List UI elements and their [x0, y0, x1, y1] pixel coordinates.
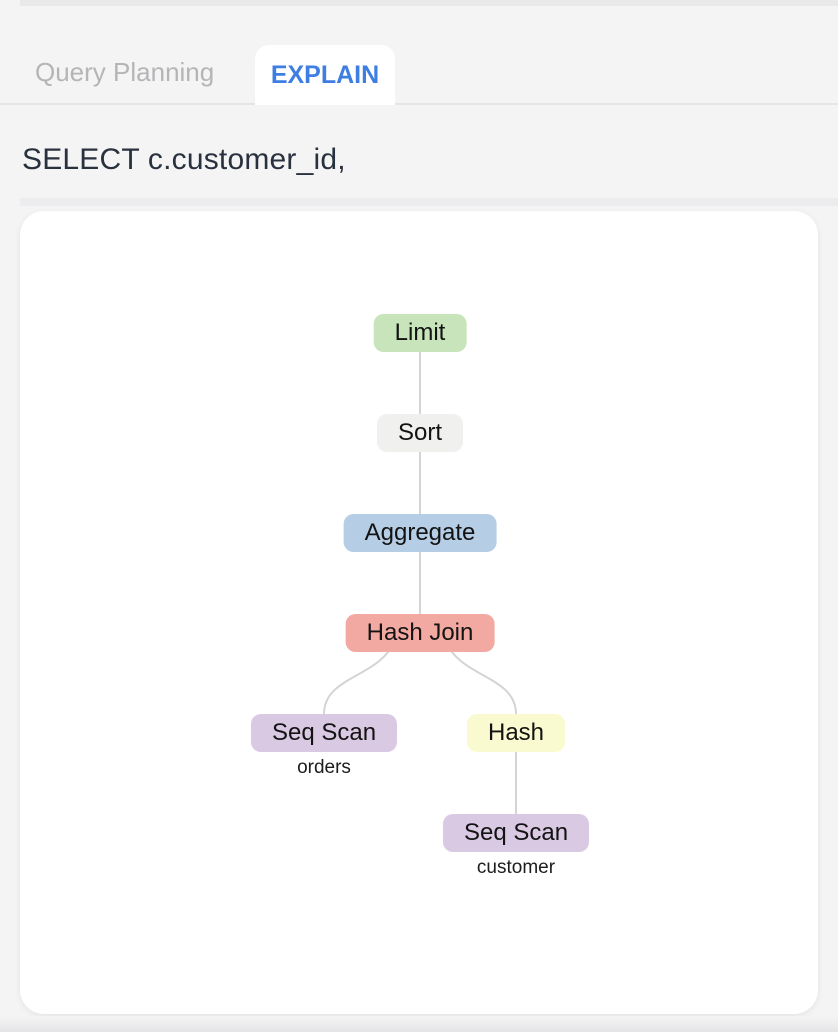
plan-node-seq-scan-customer[interactable]: Seq Scan [442, 814, 590, 852]
plan-node-aggregate[interactable]: Aggregate [343, 514, 497, 552]
plan-node-hash-join[interactable]: Hash Join [345, 614, 495, 652]
plan-edges-layer [323, 351, 517, 815]
tab-query-planning[interactable]: Query Planning [35, 57, 215, 87]
bottom-divider-strip [0, 1016, 838, 1032]
plan-edge-hash-join-hash [451, 651, 517, 715]
plan-node-limit[interactable]: Limit [373, 314, 467, 352]
plan-node-hash[interactable]: Hash [466, 714, 566, 752]
plan-node-table-label-seq-scan-orders: orders [297, 757, 351, 778]
section-divider-strip [20, 198, 838, 206]
tab-explain[interactable]: EXPLAIN [255, 45, 395, 105]
plan-node-table-label-seq-scan-customer: customer [476, 857, 556, 878]
plan-edge-hash-join-seq-scan-orders [323, 651, 389, 715]
plan-node-seq-scan-orders[interactable]: Seq Scan [250, 714, 398, 752]
plan-node-sort[interactable]: Sort [376, 414, 464, 452]
tab-bar-divider [0, 103, 838, 105]
query-text: SELECT c.customer_id, [22, 143, 346, 176]
top-divider-strip [20, 0, 838, 6]
